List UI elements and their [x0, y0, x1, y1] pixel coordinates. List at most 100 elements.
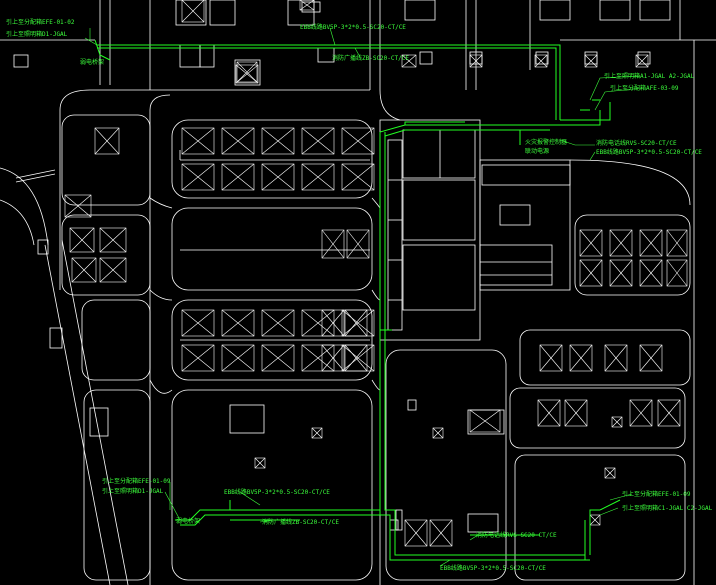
label-leaders	[84, 27, 643, 567]
parking-bay-marker	[311, 427, 323, 439]
parking-bay-cross	[94, 127, 120, 155]
parking-bay-cross	[311, 427, 323, 439]
parking-bay-marker	[221, 309, 255, 337]
parking-bay-cross	[589, 514, 601, 526]
parking-bay-cross	[181, 309, 215, 337]
annotation-labels: 引上至分配箱EFE-01-02 引上至照明箱D1-JGAL 弱电桥架 EBB线路…	[6, 18, 713, 572]
parking-bay-cross	[609, 259, 633, 287]
parking-bay-cross	[99, 227, 127, 253]
parking-bay-marker	[181, 309, 215, 337]
label-18: 引上至照明箱C1-JGAL C2-JGAL	[622, 504, 713, 512]
parking-bay-cross	[261, 309, 295, 337]
parking-bay-marker	[609, 259, 633, 287]
parking-bay-marker	[299, 0, 315, 11]
parking-bay-marker	[579, 259, 603, 287]
label-8: 火灾报警控制器	[525, 138, 567, 146]
parking-bay-cross	[469, 409, 501, 433]
label-19: 消防电话线RVS-SC20-CT/CE	[476, 531, 557, 539]
label-9: 联动电源	[525, 147, 549, 155]
parking-bay-cross	[432, 427, 444, 439]
parking-bay-marker	[429, 519, 453, 547]
parking-bay-cross	[261, 163, 295, 191]
label-17: 引上至分配箱EFE-01-09	[622, 490, 691, 498]
parking-bay-marker	[261, 163, 295, 191]
parking-bay-marker	[344, 344, 368, 372]
parking-bay-cross	[301, 344, 335, 372]
parking-bay-marker	[564, 399, 588, 427]
parking-bay-cross	[221, 163, 255, 191]
parking-bay-marker	[69, 227, 95, 253]
parking-bay-marker	[254, 457, 266, 469]
parking-bay-marker	[635, 54, 649, 68]
parking-bay-marker	[221, 163, 255, 191]
label-3: 弱电桥架	[80, 58, 104, 66]
label-13: 引上至照明箱D1-JGAL	[102, 487, 164, 495]
parking-bay-cross	[261, 127, 295, 155]
parking-bay-marker	[584, 54, 598, 68]
parking-bay-cross	[611, 416, 623, 428]
parking-bay-cross	[321, 344, 345, 372]
parking-bay-cross	[341, 344, 375, 372]
parking-bay-marker	[539, 344, 563, 372]
parking-bay-cross	[299, 0, 315, 11]
parking-bay-cross	[181, 0, 205, 23]
parking-bay-marker	[181, 0, 205, 23]
parking-bay-marker	[261, 127, 295, 155]
parking-bay-cross	[609, 229, 633, 257]
parking-bay-cross	[639, 229, 663, 257]
parking-bay-cross	[321, 229, 345, 259]
parking-bay-cross	[301, 163, 335, 191]
parking-bay-marker	[301, 163, 335, 191]
parking-bay-cross	[666, 229, 688, 257]
parking-bay-cross	[181, 163, 215, 191]
parking-bay-cross	[534, 54, 548, 68]
parking-bay-marker	[639, 229, 663, 257]
parking-bay-cross	[235, 64, 259, 84]
parking-bay-marker	[341, 163, 375, 191]
parking-bay-marker	[639, 259, 663, 287]
parking-bay-marker	[221, 344, 255, 372]
parking-bay-cross	[69, 227, 95, 253]
parking-bay-marker	[321, 344, 345, 372]
parking-bay-marker	[579, 229, 603, 257]
parking-bay-marker	[71, 257, 97, 283]
parking-bay-cross	[221, 127, 255, 155]
parking-bay-marker	[321, 309, 345, 337]
parking-bay-marker	[261, 309, 295, 337]
parking-bay-cross	[401, 54, 417, 68]
parking-bay-cross	[221, 309, 255, 337]
label-2: 引上至照明箱D1-JGAL	[6, 30, 68, 38]
parking-bay-cross	[261, 344, 295, 372]
parking-bay-marker	[99, 227, 127, 253]
parking-bay-marker	[181, 344, 215, 372]
parking-bay-marker	[321, 229, 345, 259]
parking-bay-cross	[344, 344, 368, 372]
label-12: 引上至分配箱EFE-01-09	[102, 477, 171, 485]
parking-bay-cross	[564, 399, 588, 427]
label-6: 引上至照明箱A1-JGAL A2-JGAL	[604, 72, 695, 80]
parking-bay-marker	[341, 127, 375, 155]
parking-bay-cross	[221, 344, 255, 372]
parking-bay-cross	[344, 309, 368, 337]
label-11: EBB线路BV5P-3*2*0.5-SC20-CT/CE	[596, 148, 702, 156]
parking-bay-cross	[341, 163, 375, 191]
parking-bay-marker	[301, 127, 335, 155]
parking-bay-marker	[609, 229, 633, 257]
parking-bay-cross	[657, 399, 681, 427]
parking-bay-cross	[346, 229, 370, 259]
parking-bay-marker	[404, 519, 428, 547]
parking-bay-cross	[635, 54, 649, 68]
parking-bay-marker	[346, 229, 370, 259]
parking-bay-cross	[639, 344, 663, 372]
parking-bay-marker	[301, 344, 335, 372]
parking-bay-marker	[469, 409, 501, 433]
parking-bay-marker	[611, 416, 623, 428]
parking-bay-cross	[71, 257, 97, 283]
parking-bay-cross	[341, 127, 375, 155]
parking-bay-marker	[657, 399, 681, 427]
parking-bay-marker	[666, 259, 688, 287]
parking-bay-marker	[221, 127, 255, 155]
parking-bay-marker	[236, 61, 258, 83]
parking-bay-cross	[301, 309, 335, 337]
